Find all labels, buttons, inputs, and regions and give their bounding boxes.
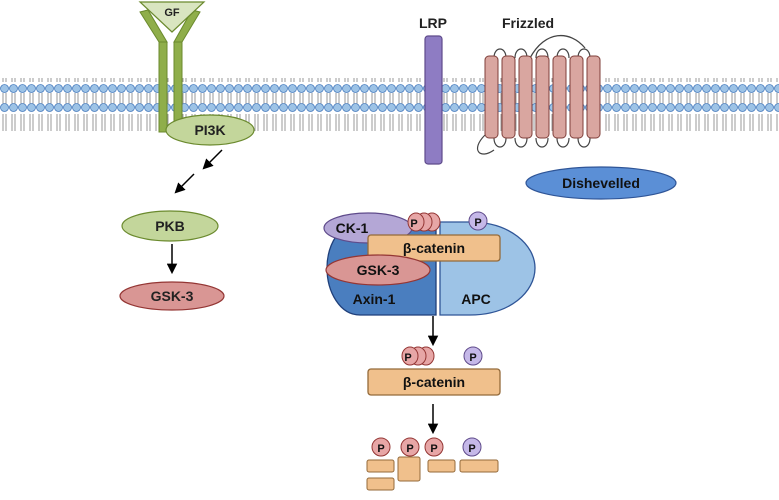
left-pathway-arrows <box>166 149 223 275</box>
phospho-label: P <box>430 443 437 455</box>
gf-label: GF <box>164 7 180 19</box>
gf-receptor <box>139 9 201 133</box>
lrp-receptor: LRP <box>419 15 447 165</box>
gsk3-complex-label: GSK-3 <box>357 262 400 278</box>
pi3k-label: PI3K <box>194 122 225 138</box>
ck1-label: CK-1 <box>336 220 369 236</box>
beta-catenin-free-label: β-catenin <box>403 374 465 390</box>
dishevelled-node: Dishevelled <box>525 166 677 200</box>
phospho-label: P <box>406 443 413 455</box>
phospho-label: P <box>468 443 475 455</box>
axin1-label: Axin-1 <box>353 291 396 307</box>
phospho-label: P <box>377 443 384 455</box>
beta-catenin-bound-label: β-catenin <box>403 240 465 256</box>
phospho-label: P <box>410 218 417 230</box>
beta-catenin-bound: β-catenin <box>367 234 501 262</box>
gsk3-left-label: GSK-3 <box>151 288 194 304</box>
destruction-complex: APC Axin-1 CK-1 P P β-catenin GSK <box>323 211 536 316</box>
gsk3-left-node: GSK-3 <box>119 281 225 311</box>
degraded-fragments: P P P P <box>366 437 499 491</box>
dishevelled-label: Dishevelled <box>562 175 640 191</box>
phospho-label: P <box>469 352 476 364</box>
cell-membrane <box>0 78 779 131</box>
phospho-label: P <box>404 352 411 364</box>
gf-ligand: GF <box>138 1 206 33</box>
lrp-label: LRP <box>419 15 447 31</box>
frizzled-receptor: Frizzled <box>476 15 601 155</box>
pkb-node: PKB <box>121 210 219 242</box>
frizzled-label: Frizzled <box>502 15 554 31</box>
apc-label: APC <box>461 291 491 307</box>
phospho-group-complex: P P <box>407 211 488 232</box>
beta-catenin-phosphorylated: P P β-catenin <box>367 346 501 396</box>
phospho-label: P <box>474 217 481 229</box>
pkb-label: PKB <box>155 218 185 234</box>
pi3k-node: PI3K <box>165 114 255 146</box>
gsk3-complex-node: GSK-3 <box>325 254 431 286</box>
